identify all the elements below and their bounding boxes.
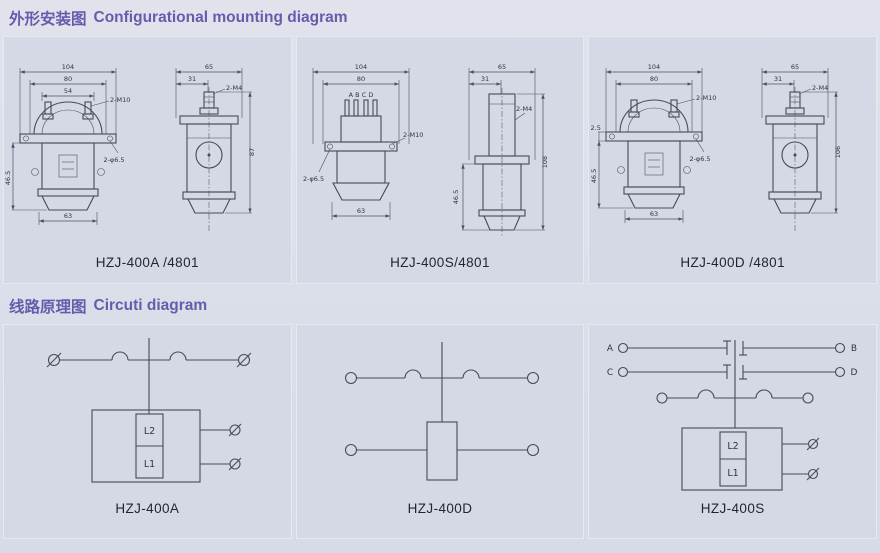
contact-block: [91, 409, 201, 483]
dim-label: 46.5: [452, 190, 460, 204]
terminal-label-c: C: [607, 368, 613, 378]
dim-label: 80: [650, 75, 658, 83]
terminal: [229, 424, 241, 436]
dim-label: 65: [205, 63, 213, 71]
terminal-label-a: A: [607, 344, 614, 354]
circuit-drawing-400d: [344, 342, 540, 481]
mounting-section-header: 外形安装图 Configurational mounting diagram: [0, 0, 880, 36]
terminal: [238, 353, 251, 367]
dim-label: 2-φ6.5: [303, 175, 324, 183]
side-view: 65 31 2-M4 108: [452, 63, 549, 236]
mounting-caption-400a: HZJ-400A /4801: [95, 255, 199, 270]
terminal: [48, 353, 61, 367]
mounting-panel-400a: 104 80 54 2-M10: [3, 36, 292, 284]
coil-label-l1: L1: [144, 459, 155, 470]
dim-label: 80: [357, 75, 365, 83]
terminal: [526, 443, 540, 457]
circuit-schematic: L2 L1: [46, 338, 252, 483]
dim-label: 63: [64, 212, 72, 220]
terminal: [344, 371, 358, 385]
terminal: [617, 366, 628, 378]
front-view: 104 80 A B C D 2-M10: [303, 63, 423, 220]
dim-label: 2-M10: [403, 131, 423, 139]
dim-label: 104: [355, 63, 367, 71]
circuit-panel-400s: A B C: [588, 324, 878, 539]
dim-label: 46.5: [590, 169, 598, 183]
coil-label-l1: L1: [727, 468, 738, 479]
terminal: [802, 392, 814, 404]
dim-label: 2-M4: [516, 105, 532, 113]
dim-label: 106: [834, 146, 842, 158]
mounting-caption-400s: HZJ-400S/4801: [390, 255, 490, 270]
circuit-drawing-400s: A B C: [607, 340, 857, 491]
circuit-caption-400s: HZJ-400S: [700, 501, 765, 516]
dim-label: 80: [64, 75, 72, 83]
dim-label: 108: [541, 156, 549, 168]
mounting-drawing-400d: 104 80 2-M10 2-φ: [590, 63, 842, 232]
circuit-row: L2 L1 HZJ-400A: [0, 324, 880, 539]
terminal: [807, 438, 818, 450]
circuit-title-en: Circuti diagram: [93, 297, 208, 314]
mounting-drawing-400s: 104 80 A B C D 2-M10: [303, 63, 549, 236]
dim-label: 65: [498, 63, 506, 71]
dim-label: 104: [62, 63, 74, 71]
circuit-panel-400d: HZJ-400D: [295, 324, 585, 539]
dim-label: 2-φ6.5: [104, 156, 125, 164]
pin-labels: A B C D: [349, 91, 374, 99]
terminal: [807, 468, 818, 480]
coil-label-l2: L2: [144, 426, 155, 437]
dim-label: 31: [188, 75, 196, 83]
terminal: [229, 458, 241, 470]
dim-label: 63: [650, 210, 658, 218]
mounting-title-en: Configurational mounting diagram: [93, 9, 348, 26]
dim-label: 31: [481, 75, 489, 83]
dim-label: 31: [774, 75, 782, 83]
terminal: [617, 342, 628, 354]
dim-label: 2-M10: [110, 96, 130, 104]
circuit-caption-400a: HZJ-400A: [115, 501, 180, 516]
dim-label: 2-M4: [812, 84, 828, 92]
dim-label: 2-φ6.5: [689, 155, 710, 163]
circuit-schematic: [344, 342, 540, 481]
dim-label: 2-M4: [226, 84, 242, 92]
terminal-label-b: B: [851, 344, 857, 354]
dim-label: 46.5: [4, 171, 12, 185]
contact-block: [681, 427, 783, 491]
dim-label: 65: [791, 63, 799, 71]
circuit-schematic: A B C: [607, 340, 857, 491]
dim-label: 54: [64, 87, 72, 95]
nameplate: [59, 154, 78, 178]
dim-label: 2-M10: [696, 94, 716, 102]
mounting-row: 104 80 54 2-M10: [0, 36, 880, 284]
coil-label-l2: L2: [727, 441, 738, 452]
side-view: 65 31 2-M4: [761, 63, 842, 232]
side-view: 65 31 2-M4: [176, 63, 256, 232]
mounting-title-cn: 外形安装图: [9, 11, 87, 28]
front-view: 104 80 54 2-M10: [4, 63, 131, 225]
circuit-panel-400a: L2 L1 HZJ-400A: [3, 324, 292, 539]
dim-label: 63: [357, 207, 365, 215]
terminal: [344, 443, 358, 457]
dim-label: 104: [647, 63, 659, 71]
terminal: [526, 371, 540, 385]
dim-label: 2.5: [590, 124, 600, 132]
nameplate: [644, 152, 663, 176]
circuit-section-header: 线路原理图 Circuti diagram: [0, 288, 880, 324]
circuit-title-cn: 线路原理图: [9, 299, 87, 316]
mounting-panel-400s: 104 80 A B C D 2-M10: [295, 36, 585, 284]
coil: [426, 421, 458, 481]
terminal: [834, 342, 845, 354]
circuit-caption-400d: HZJ-400D: [407, 501, 473, 516]
terminal: [656, 392, 668, 404]
mounting-panel-400d: 104 80 2-M10 2-φ: [588, 36, 878, 284]
front-view: 104 80 2-M10 2-φ: [590, 63, 716, 223]
terminal-label-d: D: [850, 368, 857, 378]
terminal: [834, 366, 845, 378]
mounting-drawing-400a: 104 80 54 2-M10: [4, 63, 256, 232]
circuit-drawing-400a: L2 L1: [46, 338, 252, 483]
mounting-caption-400d: HZJ-400D /4801: [680, 255, 785, 270]
dim-label: 87: [248, 148, 256, 156]
